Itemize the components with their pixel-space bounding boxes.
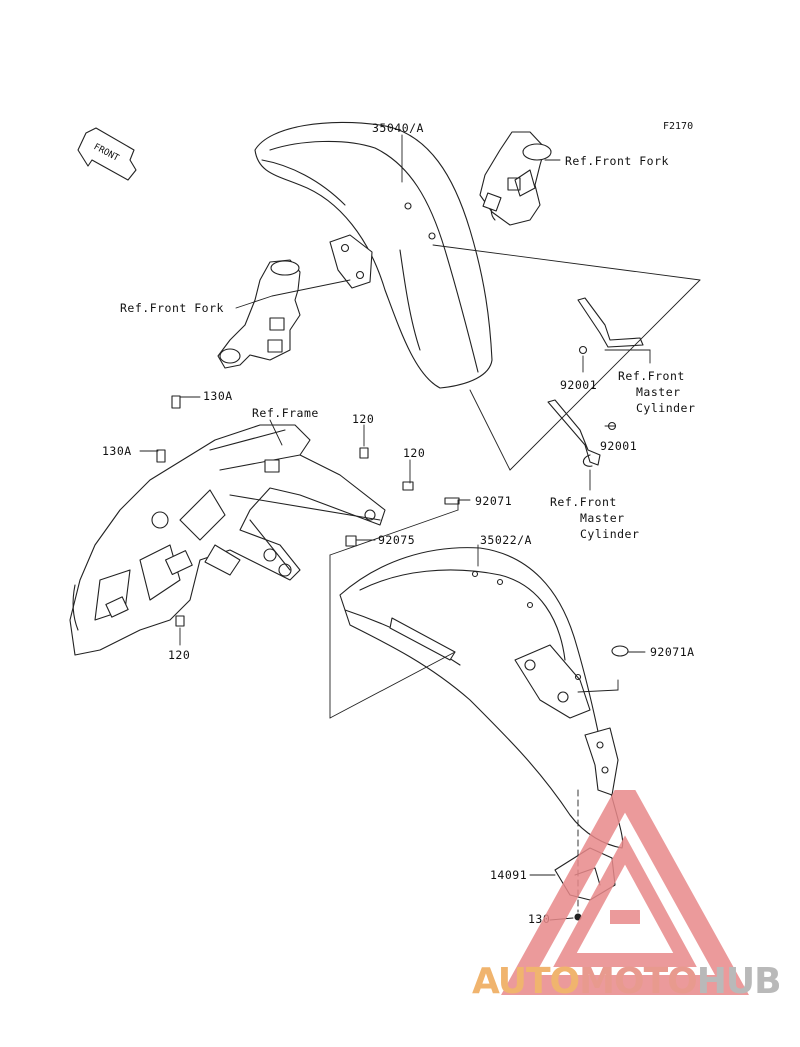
watermark-text: AUTOMOTOHUB — [472, 958, 782, 1006]
rear-fender — [340, 548, 623, 848]
label-ref-master-cylinder-b-line1: Ref.Front — [550, 495, 617, 509]
label-ref-master-cylinder-a-line3: Cylinder — [636, 401, 696, 415]
leader-lines — [139, 134, 701, 921]
label-120-c: 120 — [168, 648, 191, 662]
frame-section — [70, 425, 385, 655]
front-arrow-icon: FRONT — [77, 127, 137, 181]
label-front-fender: 35040/A — [372, 121, 424, 135]
label-ref-master-cylinder-b-line2: Master — [580, 511, 625, 525]
bolt-130a-left-icon — [156, 449, 166, 463]
watermark-auto: AUTO — [472, 961, 580, 1002]
label-ref-frame: Ref.Frame — [252, 406, 319, 420]
part-92075-icon — [345, 535, 357, 547]
front-fork-right — [480, 132, 551, 225]
label-ref-master-cylinder-a-line1: Ref.Front — [618, 369, 685, 383]
label-92001-a: 92001 — [560, 378, 598, 392]
label-ref-front-fork-top: Ref.Front Fork — [565, 154, 669, 168]
bolt-120-c-icon — [175, 615, 185, 627]
front-fork-left — [218, 260, 300, 368]
bolt-120-b-icon — [402, 481, 414, 491]
hose-clamp-b — [548, 400, 616, 466]
bolt-120-a-icon — [359, 447, 369, 459]
label-ref-front-fork-left: Ref.Front Fork — [120, 301, 224, 315]
label-92001-b: 92001 — [600, 439, 638, 453]
bolt-130a-top-icon — [171, 395, 181, 409]
label-92071a: 92071A — [650, 645, 695, 659]
watermark-hub: HUB — [696, 961, 782, 1002]
label-120-b: 120 — [403, 446, 426, 460]
label-ref-master-cylinder-a-line2: Master — [636, 385, 681, 399]
label-14091: 14091 — [490, 868, 528, 882]
label-130a-left: 130A — [102, 444, 132, 458]
label-130a-top: 130A — [203, 389, 233, 403]
figure-code: F2170 — [663, 121, 694, 132]
hose-clamp-a — [578, 298, 643, 354]
label-92071: 92071 — [475, 494, 513, 508]
watermark-moto: MOTO — [579, 961, 698, 1002]
front-fender — [255, 122, 492, 388]
label-92075: 92075 — [378, 533, 416, 547]
part-92071a-icon — [611, 645, 629, 657]
label-120-a: 120 — [352, 412, 375, 426]
label-rear-fender: 35022/A — [480, 533, 532, 547]
part-92071-icon — [444, 497, 460, 505]
label-ref-master-cylinder-b-line3: Cylinder — [580, 527, 640, 541]
watermark-triangle-logo — [501, 790, 749, 995]
